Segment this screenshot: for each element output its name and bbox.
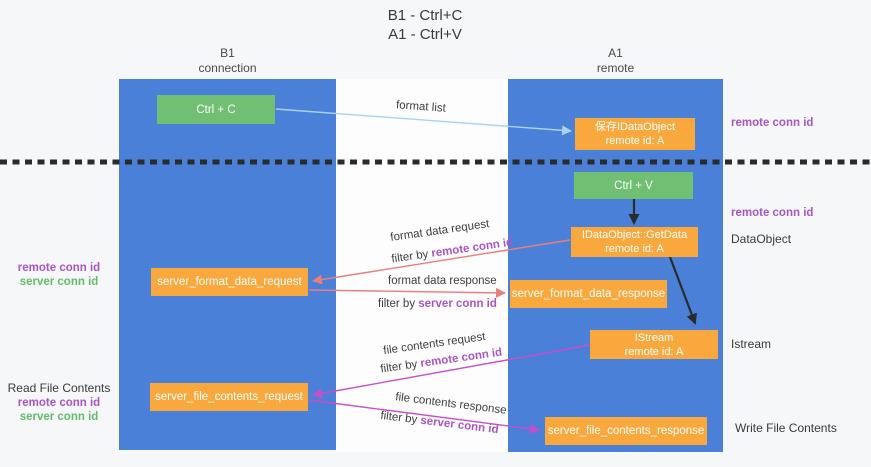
remote-conn-id-annotation: remote conn id xyxy=(731,207,814,219)
node-getdata-line2: remote id: A xyxy=(605,243,664,255)
write-file-contents-annotation: Write File Contents xyxy=(735,421,837,435)
node-idataobject-getdata: IDataObject::GetData remote id: A xyxy=(571,227,698,257)
node-server-format-data-request-label: server_format_data_request xyxy=(157,276,302,288)
lane-b1-title: B1 xyxy=(220,46,235,60)
node-server-format-data-response: server_format_data_response xyxy=(510,280,667,308)
istream-annotation: Istream xyxy=(731,337,772,351)
node-server-file-contents-request: server_file_contents_request xyxy=(150,383,308,411)
node-istream-line2: remote id: A xyxy=(624,345,684,358)
node-save-idataobject-line2: remote id: A xyxy=(605,135,665,147)
node-server-file-contents-response-label: server_file_contents_response xyxy=(547,425,705,437)
remote-conn-id-annotation: remote conn id xyxy=(17,397,101,409)
title-line-1: B1 - Ctrl+C xyxy=(387,7,463,24)
dataobject-annotation: DataObject xyxy=(731,232,792,246)
node-server-format-data-request: server_format_data_request xyxy=(151,268,308,296)
lane-header-b1: B1 connection xyxy=(119,46,336,76)
node-ctrl-c: Ctrl + C xyxy=(157,95,275,124)
node-server-file-contents-request-label: server_file_contents_request xyxy=(155,391,303,403)
node-save-idataobject-line1: 保存IDataObject xyxy=(594,121,676,133)
node-ctrl-c-label: Ctrl + C xyxy=(196,103,236,116)
node-istream: IStream remote id: A xyxy=(590,330,718,359)
server-conn-id-annotation: server conn id xyxy=(19,411,99,423)
lane-a1-subtitle: remote xyxy=(596,61,635,75)
node-getdata-line1: IDataObject::GetData xyxy=(581,229,688,241)
node-ctrl-v-label: Ctrl + V xyxy=(614,179,653,192)
node-ctrl-v: Ctrl + V xyxy=(574,172,693,199)
node-save-idataobject: 保存IDataObject remote id: A xyxy=(575,118,695,150)
node-server-file-contents-response: server_file_contents_response xyxy=(545,417,707,445)
filter-by-text: filter by xyxy=(378,298,419,310)
format-data-response-label: format data response xyxy=(388,275,497,287)
lane-b1-subtitle: connection xyxy=(198,61,257,75)
node-server-format-data-response-label: server_format_data_response xyxy=(511,288,666,300)
remote-conn-id-annotation: remote conn id xyxy=(17,262,101,274)
node-istream-line1: IStream xyxy=(634,331,674,344)
title-line-2: A1 - Ctrl+V xyxy=(388,26,462,43)
format-data-response-filter-label: filter by server conn id xyxy=(378,298,497,310)
lane-a1-title: A1 xyxy=(608,46,623,60)
lane-header-a1: A1 remote xyxy=(508,46,723,76)
page-title: B1 - Ctrl+C A1 - Ctrl+V xyxy=(0,6,850,44)
read-file-contents-annotation: Read File Contents xyxy=(7,381,111,395)
remote-conn-id-annotation: remote conn id xyxy=(731,117,814,129)
server-conn-id-highlight: server conn id xyxy=(418,298,497,310)
server-conn-id-annotation: server conn id xyxy=(19,276,99,288)
